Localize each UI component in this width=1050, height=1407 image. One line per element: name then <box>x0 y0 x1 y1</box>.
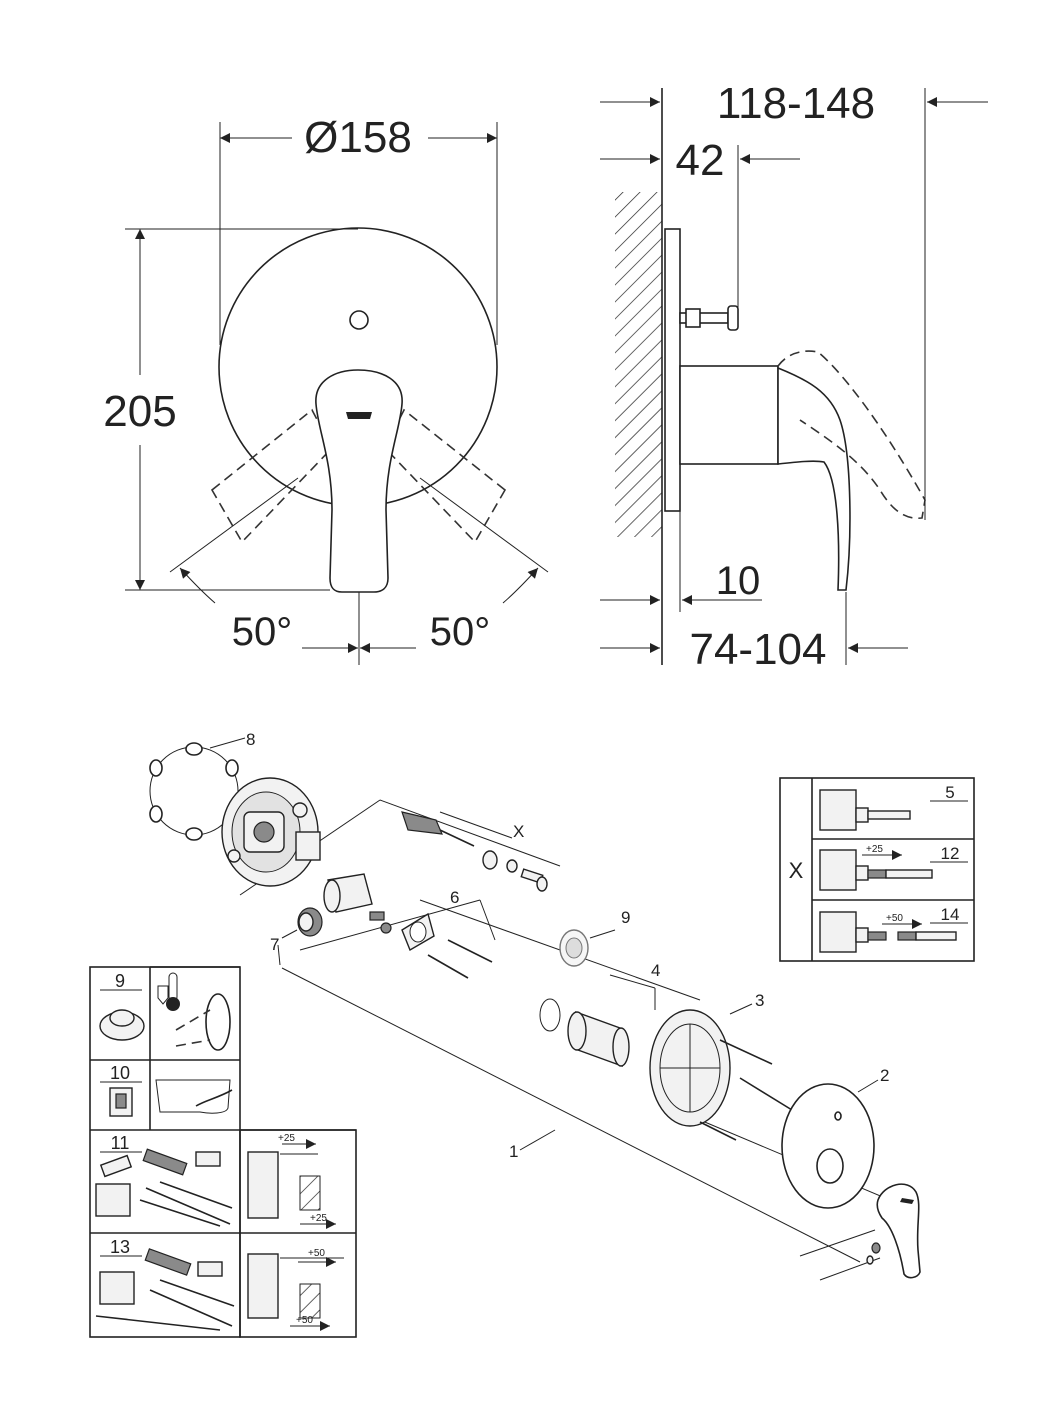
handle-logo-mark <box>346 412 372 419</box>
inset-acc-ext-11-bottom: +25 <box>310 1213 327 1224</box>
inset-x-row-5: 5 <box>819 783 968 831</box>
lever-side <box>777 366 851 591</box>
inset-x-part-5: 5 <box>945 783 954 802</box>
exploded-view: 8 X 6 7 9 4 3 2 1 <box>149 730 921 1281</box>
dim-height: 205 <box>103 387 176 436</box>
dim-diameter: Ø158 <box>304 113 412 162</box>
callout-1: 1 <box>509 1142 518 1161</box>
inset-x-part-14: 14 <box>941 905 960 924</box>
callout-4: 4 <box>651 961 660 980</box>
dim-button-depth: 42 <box>676 136 725 185</box>
inset-acc-part-10: 10 <box>110 1063 130 1083</box>
handle-body-side <box>679 365 779 465</box>
inset-x-label: X <box>789 858 804 883</box>
dim-angle-left: 50° <box>232 610 293 654</box>
handle-rotated-left <box>210 408 333 544</box>
dim-plate-thickness: 10 <box>716 559 761 603</box>
lever-handle <box>315 369 403 593</box>
part-7-seal <box>281 907 323 939</box>
diverter-button-ring <box>685 308 701 328</box>
part-2-cover-rosette <box>781 1079 879 1209</box>
inset-acc-ext-11-top: +25 <box>278 1133 295 1144</box>
wall-hatch <box>615 192 662 537</box>
dim-total-depth: 118-148 <box>717 79 875 128</box>
dim-handle-depth: 74-104 <box>689 625 826 674</box>
inset-x-row-14: +50 14 <box>819 905 968 953</box>
callout-8: 8 <box>246 730 255 749</box>
inset-acc-row-10: 10 <box>100 1063 233 1117</box>
side-view: 118-148 42 10 74-104 <box>600 79 988 674</box>
part-4-sleeve <box>539 998 630 1068</box>
inset-acc-part-11: 11 <box>111 1133 130 1153</box>
cartridge <box>323 873 392 934</box>
part-9-plug <box>559 929 616 967</box>
inset-acc-row-13: 13 +50 +50 <box>95 1237 344 1331</box>
callout-7: 7 <box>270 935 279 954</box>
cover-plate-side <box>664 228 681 512</box>
hole-indicator <box>349 310 369 330</box>
rough-in-body <box>221 777 321 887</box>
front-view: Ø158 205 50° 50° <box>103 113 549 665</box>
inset-acc-part-9: 9 <box>115 971 125 991</box>
callout-9: 9 <box>621 908 630 927</box>
inset-acc-part-13: 13 <box>110 1237 130 1257</box>
callout-2: 2 <box>880 1066 889 1085</box>
inset-x-ext-12: +25 <box>866 844 883 855</box>
inset-x-ext-14: +50 <box>886 913 903 924</box>
inset-accessories-table: 9 10 11 <box>89 966 357 1338</box>
diverter-button-cap <box>727 305 739 331</box>
callout-x: X <box>513 822 524 841</box>
inset-x-part-12: 12 <box>941 844 960 863</box>
inset-x-row-12: +25 12 <box>819 844 968 891</box>
inset-acc-row-11: 11 +25 +25 <box>95 1133 336 1229</box>
inset-acc-ext-13-top: +50 <box>308 1248 325 1259</box>
inset-acc-row-9: 9 <box>99 971 231 1051</box>
part-3-mounting-plate <box>649 1003 793 1141</box>
handle-rotated-right <box>384 408 507 544</box>
callout-6: 6 <box>450 888 459 907</box>
diverter-assembly <box>401 811 548 892</box>
inset-acc-ext-13-bottom: +50 <box>296 1315 313 1326</box>
dim-angle-right: 50° <box>430 610 491 654</box>
part-6-nut <box>401 912 493 979</box>
inset-extension-table: X 5 +25 12 +50 <box>779 777 975 962</box>
lever-handle-exploded <box>866 1183 921 1279</box>
callout-3: 3 <box>755 991 764 1010</box>
